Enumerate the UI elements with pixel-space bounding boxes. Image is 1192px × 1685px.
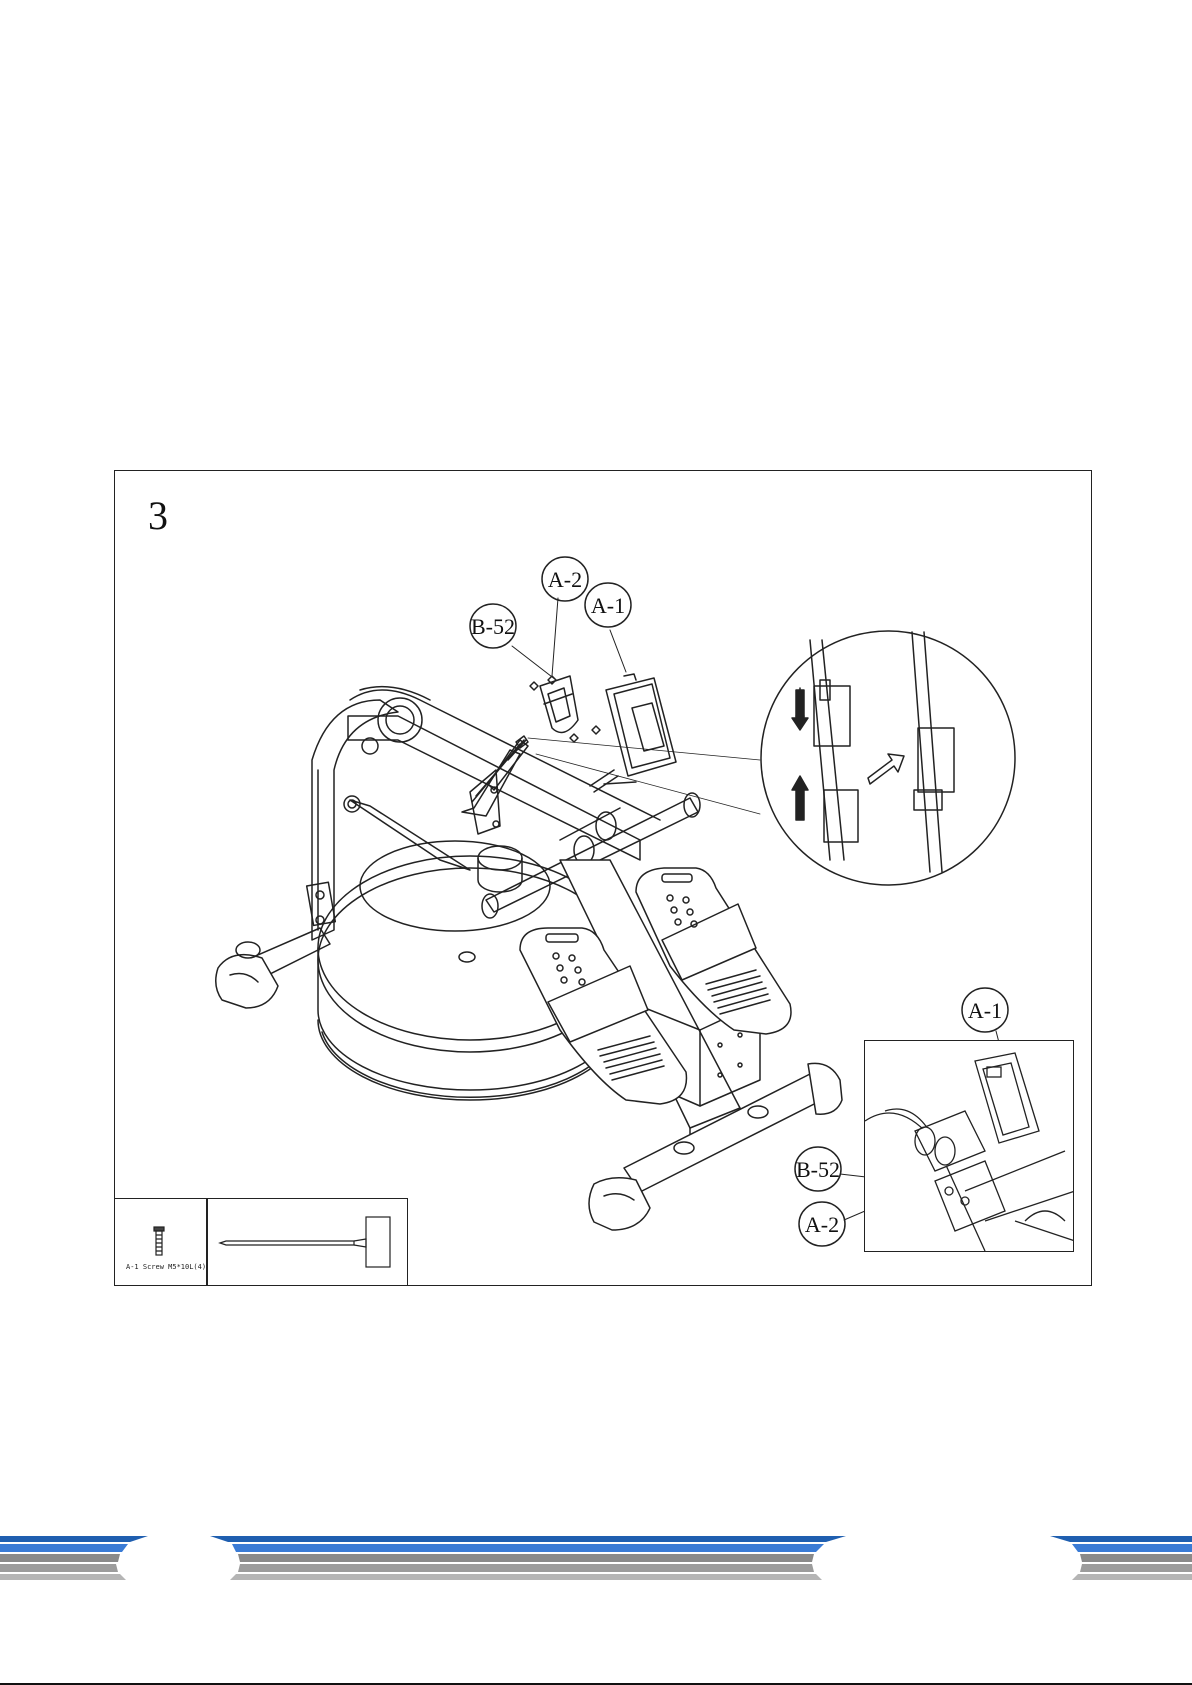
parts-legend-divider <box>206 1199 208 1285</box>
parts-legend: A-1 Screw M5*10L(4) <box>114 1198 408 1286</box>
inset-callout-a1-label: A-1 <box>968 998 1002 1023</box>
connector-detail <box>761 631 1015 885</box>
footer-stripes-left <box>0 1536 148 1580</box>
inset-detail <box>864 1040 1074 1252</box>
inset-callout-a2-label: A-2 <box>805 1212 839 1237</box>
screw-icon <box>154 1227 164 1255</box>
footer-stripes-right <box>1050 1536 1192 1580</box>
inset-drawing <box>865 1041 1074 1252</box>
footer-stripes-center <box>210 1536 846 1580</box>
callout-a1-label: A-1 <box>591 593 625 618</box>
inset-callout-b52-label: B-52 <box>796 1157 840 1182</box>
footer-stripes <box>0 1536 1192 1596</box>
screwdriver-icon <box>220 1217 390 1267</box>
callout-a2-label: A-2 <box>548 567 582 592</box>
bracket <box>540 676 578 733</box>
parts-legend-icons <box>114 1199 408 1287</box>
monitor <box>590 674 676 792</box>
part-caption: A-1 Screw M5*10L(4) <box>126 1263 206 1271</box>
callout-b52-label: B-52 <box>471 614 515 639</box>
